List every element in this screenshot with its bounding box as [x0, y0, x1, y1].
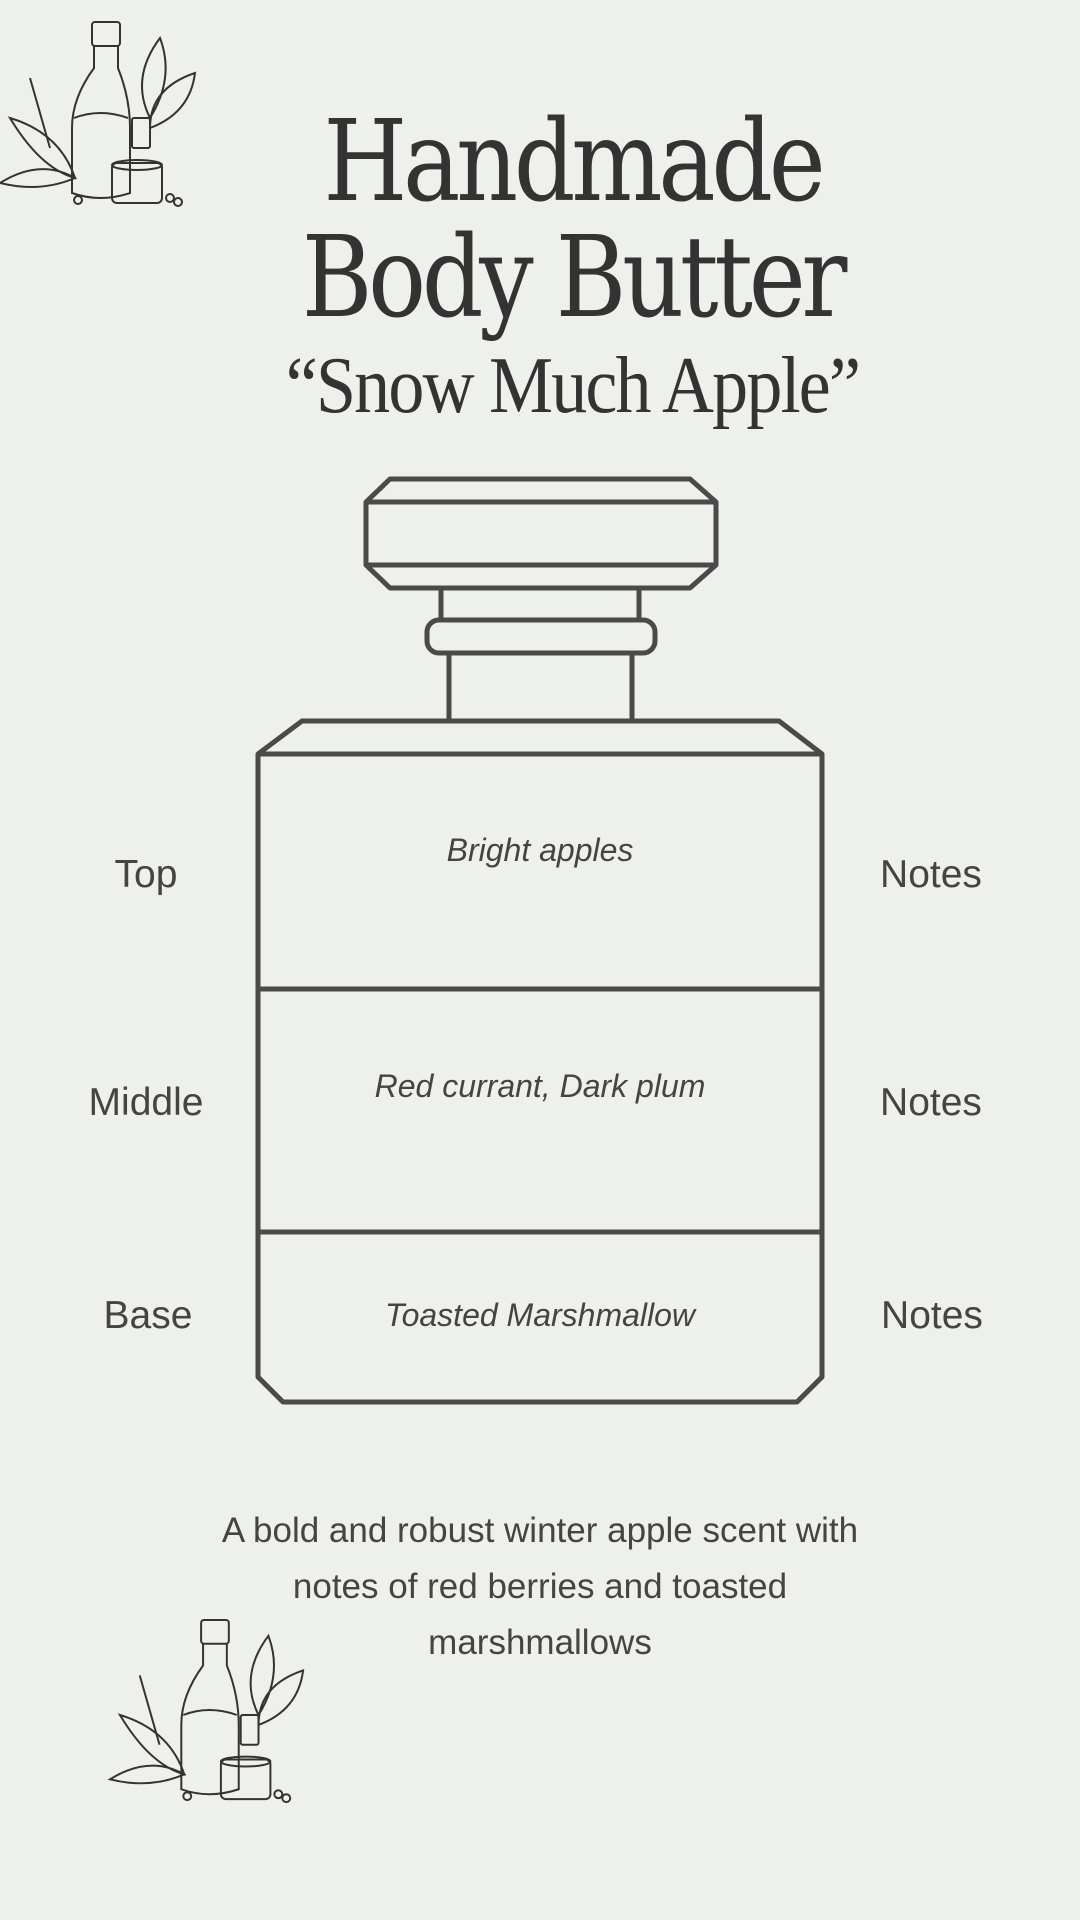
base-label: Base: [103, 1294, 193, 1337]
top-notes-label: Notes: [880, 853, 982, 896]
middle-notes-scent: Red currant, Dark plum: [374, 1068, 706, 1104]
base-notes-scent: Toasted Marshmallow: [384, 1297, 696, 1333]
middle-notes-label: Notes: [880, 1081, 982, 1124]
title-line-1: Handmade: [323, 97, 825, 227]
base-notes-label: Notes: [881, 1294, 983, 1337]
subtitle: “Snow Much Apple”: [285, 342, 861, 430]
middle-label: Middle: [88, 1081, 204, 1124]
botanical-bottle-illustration-bottom: [107, 1618, 305, 1804]
scent-description: A bold and robust winter apple scent wit…: [221, 1511, 859, 1662]
title-line-2: Body Butter: [301, 213, 848, 343]
top-notes-scent: Bright apples: [446, 832, 634, 868]
top-label: Top: [114, 853, 178, 896]
botanical-bottle-illustration-top: [0, 21, 197, 207]
